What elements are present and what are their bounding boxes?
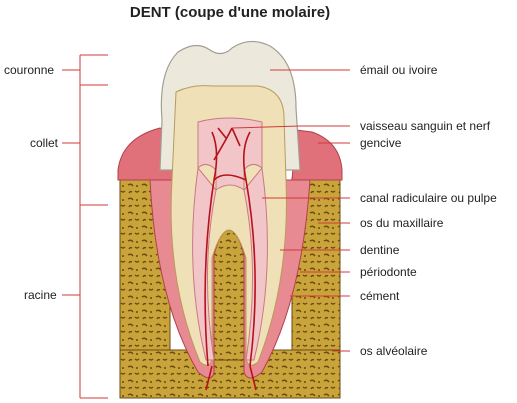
label-racine: racine: [24, 288, 57, 302]
label-canal: canal radiculaire ou pulpe: [360, 191, 497, 205]
label-dentine: dentine: [360, 243, 400, 257]
label-cement: cément: [360, 289, 400, 303]
label-collet: collet: [30, 136, 59, 150]
diagram-title: DENT (coupe d'une molaire): [129, 4, 331, 21]
root-canal-left: [192, 166, 217, 361]
left-brackets: [62, 54, 108, 399]
label-email: émail ou ivoire: [360, 63, 438, 77]
vessels-nerves: [204, 127, 257, 391]
label-periodonte: périodonte: [360, 265, 417, 279]
label-os-maxillaire: os du maxillaire: [360, 216, 444, 230]
label-vaisseau: vaisseau sanguin et nerf: [360, 119, 491, 133]
root-canal-right: [243, 166, 268, 361]
inter-root-bone: [212, 229, 246, 361]
label-couronne: couronne: [4, 63, 55, 77]
label-os-alveolaire: os alvéolaire: [360, 344, 428, 358]
label-gencive: gencive: [360, 136, 402, 150]
leader-lines: [231, 69, 350, 352]
